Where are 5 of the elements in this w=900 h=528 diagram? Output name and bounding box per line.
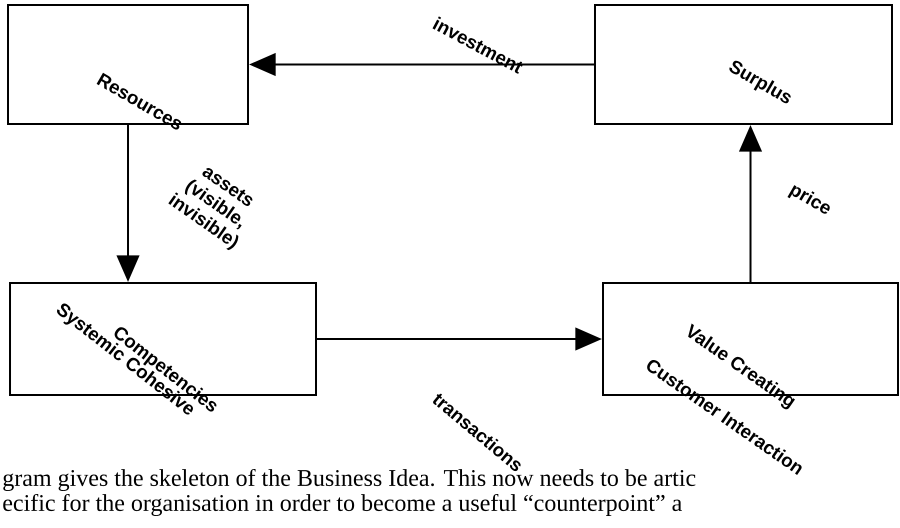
process-box <box>9 282 317 415</box>
process-box <box>594 4 893 125</box>
process-box <box>7 4 249 130</box>
edge-label: price <box>787 185 830 214</box>
body-text: ecific for the organisation in order to become a useful “counterpoint” a <box>3 494 682 516</box>
